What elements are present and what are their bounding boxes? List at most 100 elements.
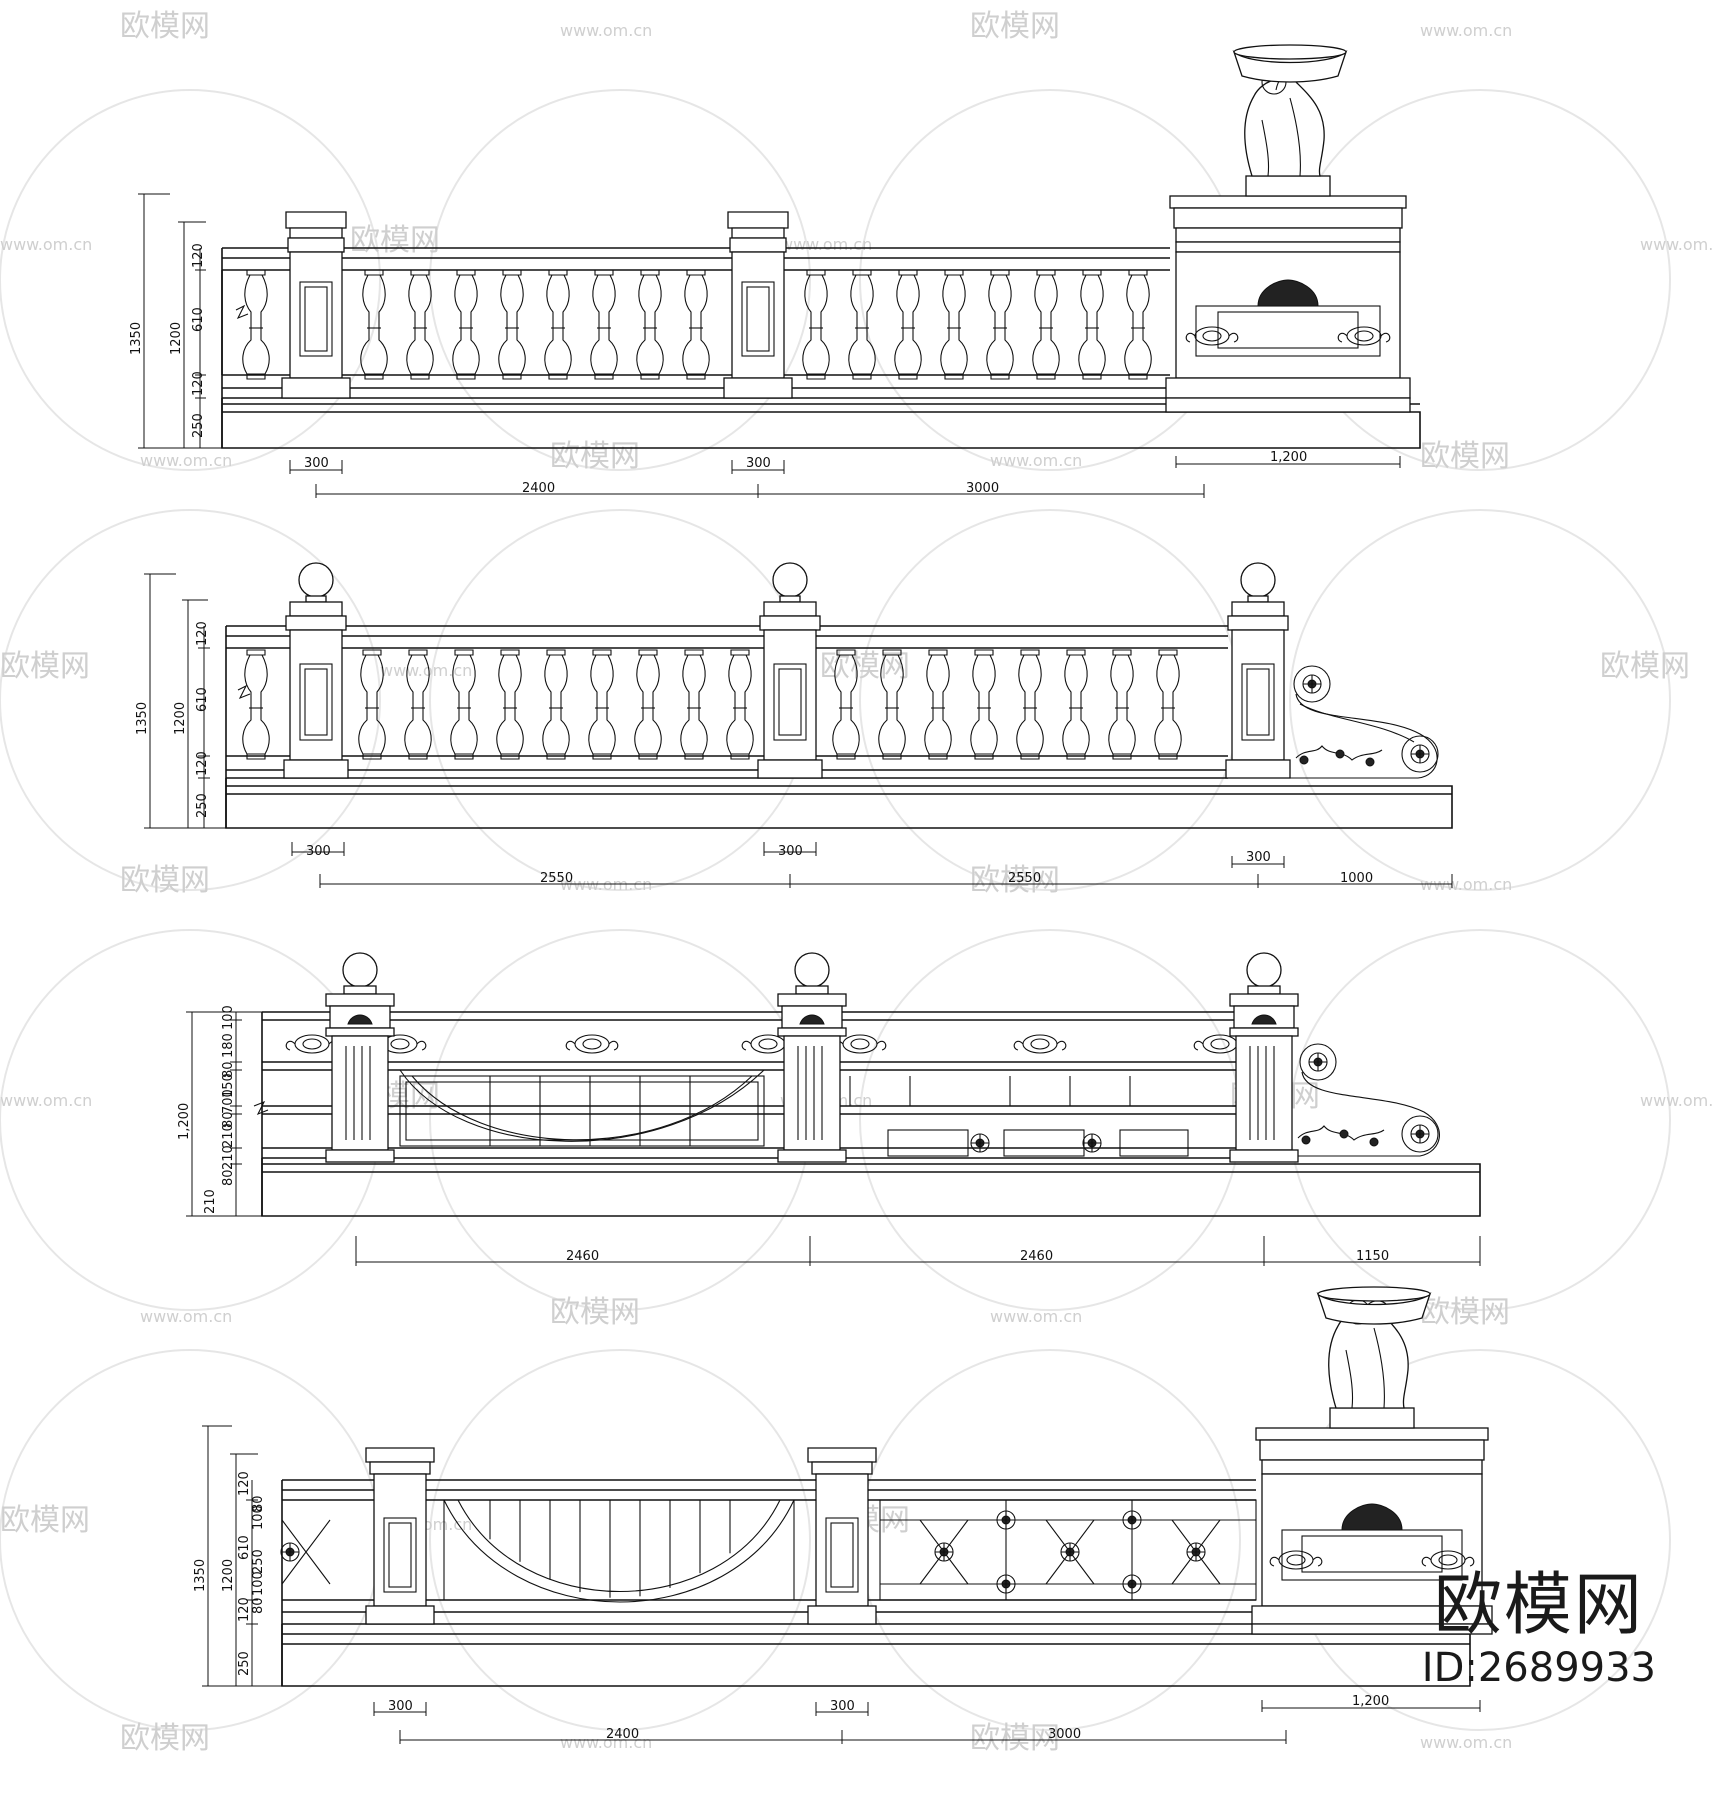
dim-label: 80 [251, 1597, 266, 1614]
dim-label: 250 [191, 413, 206, 438]
dim-label: 80 [221, 1111, 236, 1128]
dim-label: 1200 [169, 322, 184, 355]
dim-label: 1,200 [177, 1103, 192, 1140]
watermark-logo: 欧模网 [120, 1721, 210, 1756]
fluted-post [777, 952, 847, 1163]
dim-label: 1150 [1356, 1249, 1389, 1264]
rosette-icon [1060, 1542, 1080, 1562]
dim-label: 700 [221, 1089, 236, 1114]
dim-label: 80 [251, 1495, 266, 1512]
dim-label: 610 [237, 1535, 252, 1560]
baluster [590, 269, 618, 380]
rosette-icon [1186, 1542, 1206, 1562]
watermark-logo: 欧模网 [120, 9, 210, 44]
scroll-icon [285, 1034, 339, 1054]
dim-label: 210 [203, 1189, 218, 1214]
watermark-logo: 欧模网 [1420, 1295, 1510, 1330]
dim-label: 210 [221, 1145, 236, 1170]
baluster [1078, 269, 1106, 380]
rosette-icon [996, 1574, 1016, 1594]
rosette-icon [1410, 744, 1430, 764]
baluster [452, 269, 480, 380]
baluster [588, 649, 616, 760]
elevation-2: 1350 1200 120 610 120 250 300 300 300 25… [135, 562, 1453, 888]
baluster [986, 269, 1014, 380]
dimension-lines [138, 193, 1410, 498]
rosette-icon [970, 1133, 990, 1153]
dim-label: 2550 [540, 871, 573, 886]
watermark-logo: 欧模网 [120, 863, 210, 898]
brand-name: 欧模网 [1433, 1566, 1644, 1645]
dim-label: 2550 [1008, 871, 1041, 886]
rosette-icon [1122, 1510, 1142, 1530]
baluster [1108, 649, 1136, 760]
watermark-site: www.om.cn [560, 1733, 652, 1752]
dim-label: 1350 [193, 1559, 208, 1592]
watermark-logo: 欧模网 [0, 649, 90, 684]
dim-label: 80 [221, 1061, 236, 1078]
dim-label: 250 [195, 793, 210, 818]
baluster [242, 649, 270, 760]
baluster [496, 649, 524, 760]
dim-label: 210 [221, 1123, 236, 1148]
dim-label: 1,200 [1270, 450, 1307, 465]
watermark-logo: 欧模网 [0, 1503, 90, 1538]
scroll-icon [565, 1034, 619, 1054]
baluster [940, 269, 968, 380]
dim-label: 2460 [566, 1249, 599, 1264]
watermark-site: www.om.cn [1420, 875, 1512, 894]
baluster [848, 269, 876, 380]
scroll-icon [1013, 1034, 1067, 1054]
dim-label: 180 [221, 1033, 236, 1058]
baluster [726, 649, 754, 760]
baluster [894, 269, 922, 380]
dim-label: 1350 [129, 322, 144, 355]
baluster [544, 269, 572, 380]
watermark-site: www.om.cn [560, 21, 652, 40]
dim-label: 300 [304, 456, 329, 471]
watermark-site: www.om.cn [0, 235, 92, 254]
baluster [1062, 649, 1090, 760]
watermark-logo: 欧模网 [970, 1721, 1060, 1756]
watermark-site: www.om.cn [780, 235, 872, 254]
pedestal-with-statue [1251, 1286, 1493, 1635]
watermark-logo: 欧模网 [970, 863, 1060, 898]
dim-label: 2400 [522, 481, 555, 496]
baluster [1154, 649, 1182, 760]
watermark-logo: 欧模网 [350, 223, 440, 258]
dim-label: 120 [195, 751, 210, 776]
watermark-site: www.om.cn [1640, 235, 1714, 254]
brand-id: ID:2689933 [1421, 1645, 1656, 1691]
dim-label: 300 [778, 844, 803, 859]
dim-label: 250 [237, 1651, 252, 1676]
fluted-post [325, 952, 395, 1163]
dim-label: 300 [1246, 850, 1271, 865]
fluted-post [1229, 952, 1299, 1163]
post [281, 211, 351, 399]
rosette-icon [280, 1542, 300, 1562]
dim-label: 3000 [966, 481, 999, 496]
post [1225, 562, 1291, 779]
dim-label: 250 [251, 1549, 266, 1574]
dim-label: 120 [191, 371, 206, 396]
baluster [498, 269, 526, 380]
baluster [242, 269, 270, 380]
dim-label: 80 [221, 1169, 236, 1186]
dim-label: 2400 [606, 1727, 639, 1742]
post [757, 562, 823, 779]
baluster [636, 269, 664, 380]
dim-label: 610 [195, 687, 210, 712]
baluster [542, 649, 570, 760]
watermark-logo: 欧模网 [1420, 439, 1510, 474]
watermark-site: www.om.cn [140, 1307, 232, 1326]
baluster [682, 269, 710, 380]
scroll-end-ornament [1297, 1043, 1440, 1157]
watermark-logo: 欧模网 [1600, 649, 1690, 684]
dim-label: 300 [306, 844, 331, 859]
dim-label: 1200 [221, 1559, 236, 1592]
baluster [924, 649, 952, 760]
pedestal-with-statue [1165, 44, 1411, 413]
rosette-icon [1410, 1124, 1430, 1144]
scroll-end-ornament [1290, 665, 1439, 779]
